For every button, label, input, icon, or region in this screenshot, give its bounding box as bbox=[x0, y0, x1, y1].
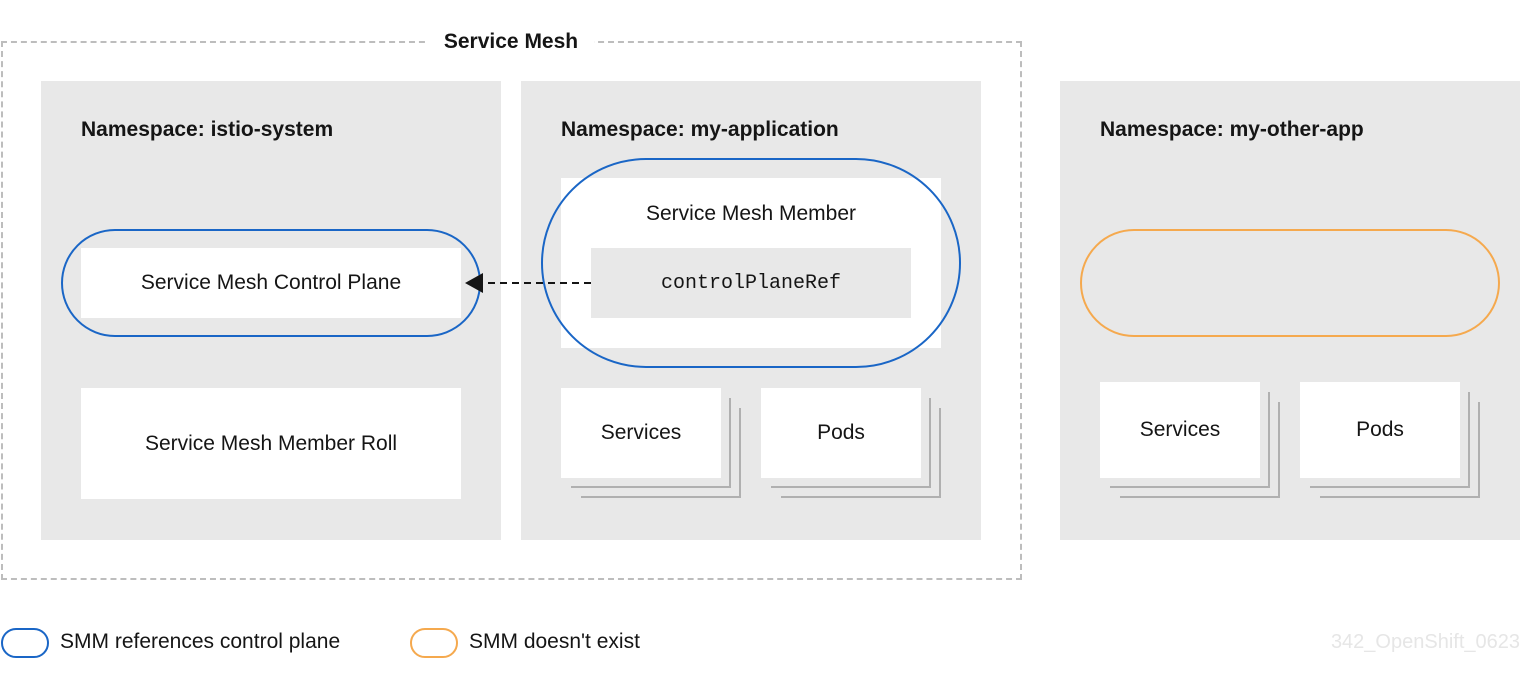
smm-missing-outline bbox=[1080, 229, 1500, 337]
service-mesh-member-label: Service Mesh Member bbox=[645, 202, 857, 225]
services-label: Services bbox=[600, 421, 682, 444]
services-stack-back bbox=[1120, 402, 1280, 498]
member-roll-box: Service Mesh Member Roll bbox=[81, 388, 461, 499]
namespace-title: Namespace: istio-system bbox=[81, 118, 334, 141]
control-plane-ref-label: controlPlaneRef bbox=[660, 271, 842, 295]
control-plane-ref-arrow bbox=[465, 273, 591, 293]
pods-card: Pods bbox=[761, 388, 921, 478]
pods-stack-middle bbox=[771, 398, 931, 488]
namespace-title: Namespace: my-application bbox=[561, 118, 839, 141]
pods-label: Pods bbox=[817, 421, 865, 444]
service-mesh-title: Service Mesh bbox=[428, 26, 594, 58]
pods-stack-back bbox=[781, 408, 941, 498]
control-plane-label: Service Mesh Control Plane bbox=[140, 271, 402, 294]
services-stack-back bbox=[581, 408, 741, 498]
pods-card: Pods bbox=[1300, 382, 1460, 478]
services-card: Services bbox=[561, 388, 721, 478]
services-card: Services bbox=[1100, 382, 1260, 478]
legend-missing-label: SMM doesn't exist bbox=[469, 630, 640, 653]
figure-id-watermark: 342_OpenShift_0623 bbox=[1330, 631, 1520, 653]
services-stack-middle bbox=[571, 398, 731, 488]
control-plane-box: Service Mesh Control Plane bbox=[81, 248, 461, 318]
legend-references-label: SMM references control plane bbox=[60, 630, 341, 653]
services-stack-middle bbox=[1110, 392, 1270, 488]
control-plane-ref-box: controlPlaneRef bbox=[591, 248, 911, 318]
pods-stack-back bbox=[1320, 402, 1480, 498]
pods-stack-middle bbox=[1310, 392, 1470, 488]
legend-blue-swatch-icon bbox=[1, 628, 49, 658]
member-roll-label: Service Mesh Member Roll bbox=[144, 431, 398, 455]
pods-label: Pods bbox=[1356, 418, 1404, 441]
services-label: Services bbox=[1139, 418, 1221, 441]
arrow-head-icon bbox=[465, 273, 483, 293]
namespace-title: Namespace: my-other-app bbox=[1100, 118, 1364, 141]
smm-reference-outline bbox=[541, 158, 961, 368]
legend-orange-swatch-icon bbox=[410, 628, 458, 658]
